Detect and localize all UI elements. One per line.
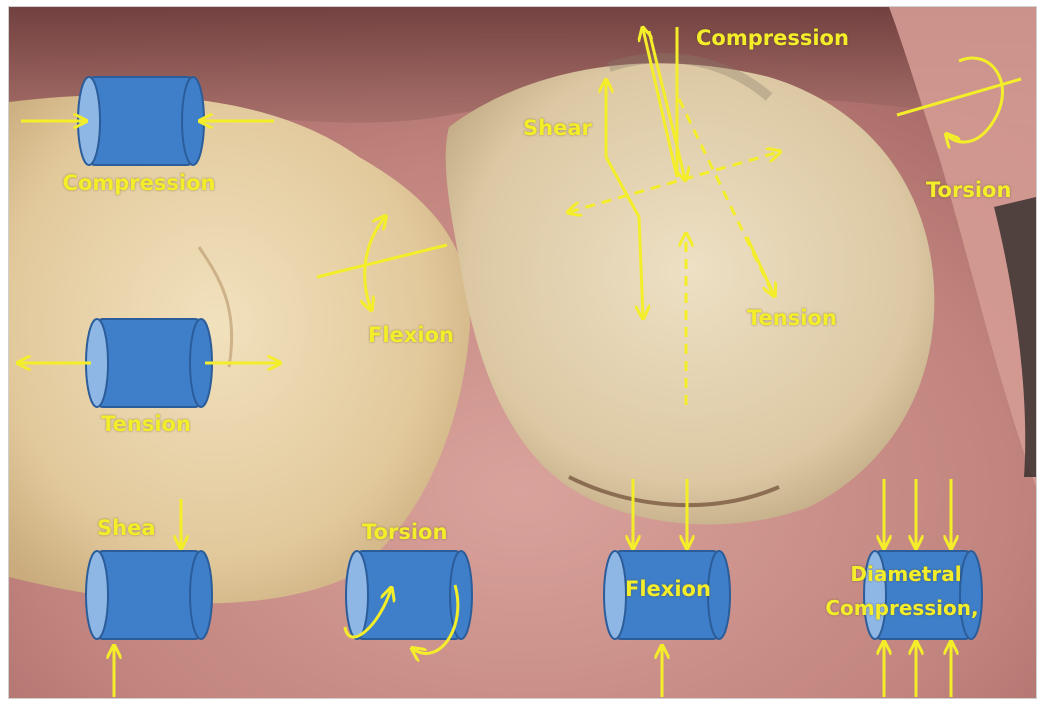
label-shear-cylinder: Shea [97,517,156,540]
flexion-axis-line [317,245,447,277]
label-tooth-flexion: Flexion [368,324,454,347]
label-tooth-tension: Tension [747,307,837,330]
arrow-torsion-curve [947,58,1002,142]
label-diametral-line1: Diametral [850,563,961,585]
label-flexion-cylinder: Flexion [625,578,711,601]
figure-frame: Compression Tension Shea Torsion Flexion… [8,6,1037,699]
shear-connector [606,157,639,217]
label-tension-cylinder: Tension [101,413,191,436]
label-tooth-compression: Compression [696,27,849,50]
cylinder-compression [78,77,204,165]
cylinder-torsion [346,551,472,639]
cylinder-shear [86,551,212,639]
arrow-tooth-compression-down [649,31,685,179]
label-tooth-torsion: Torsion [926,179,1011,202]
arrow-shear-down [639,217,643,317]
arrow-tooth-compression-up [643,29,677,177]
label-diametral-line2: Compression, [825,597,978,619]
arrow-tooth-tension [747,237,774,295]
label-compression-cylinder: Compression [63,172,216,195]
cylinder-tension [86,319,212,407]
force-diagram-overlay [9,7,1036,698]
label-tooth-shear: Shear [523,117,592,140]
label-torsion-cylinder: Torsion [362,521,447,544]
